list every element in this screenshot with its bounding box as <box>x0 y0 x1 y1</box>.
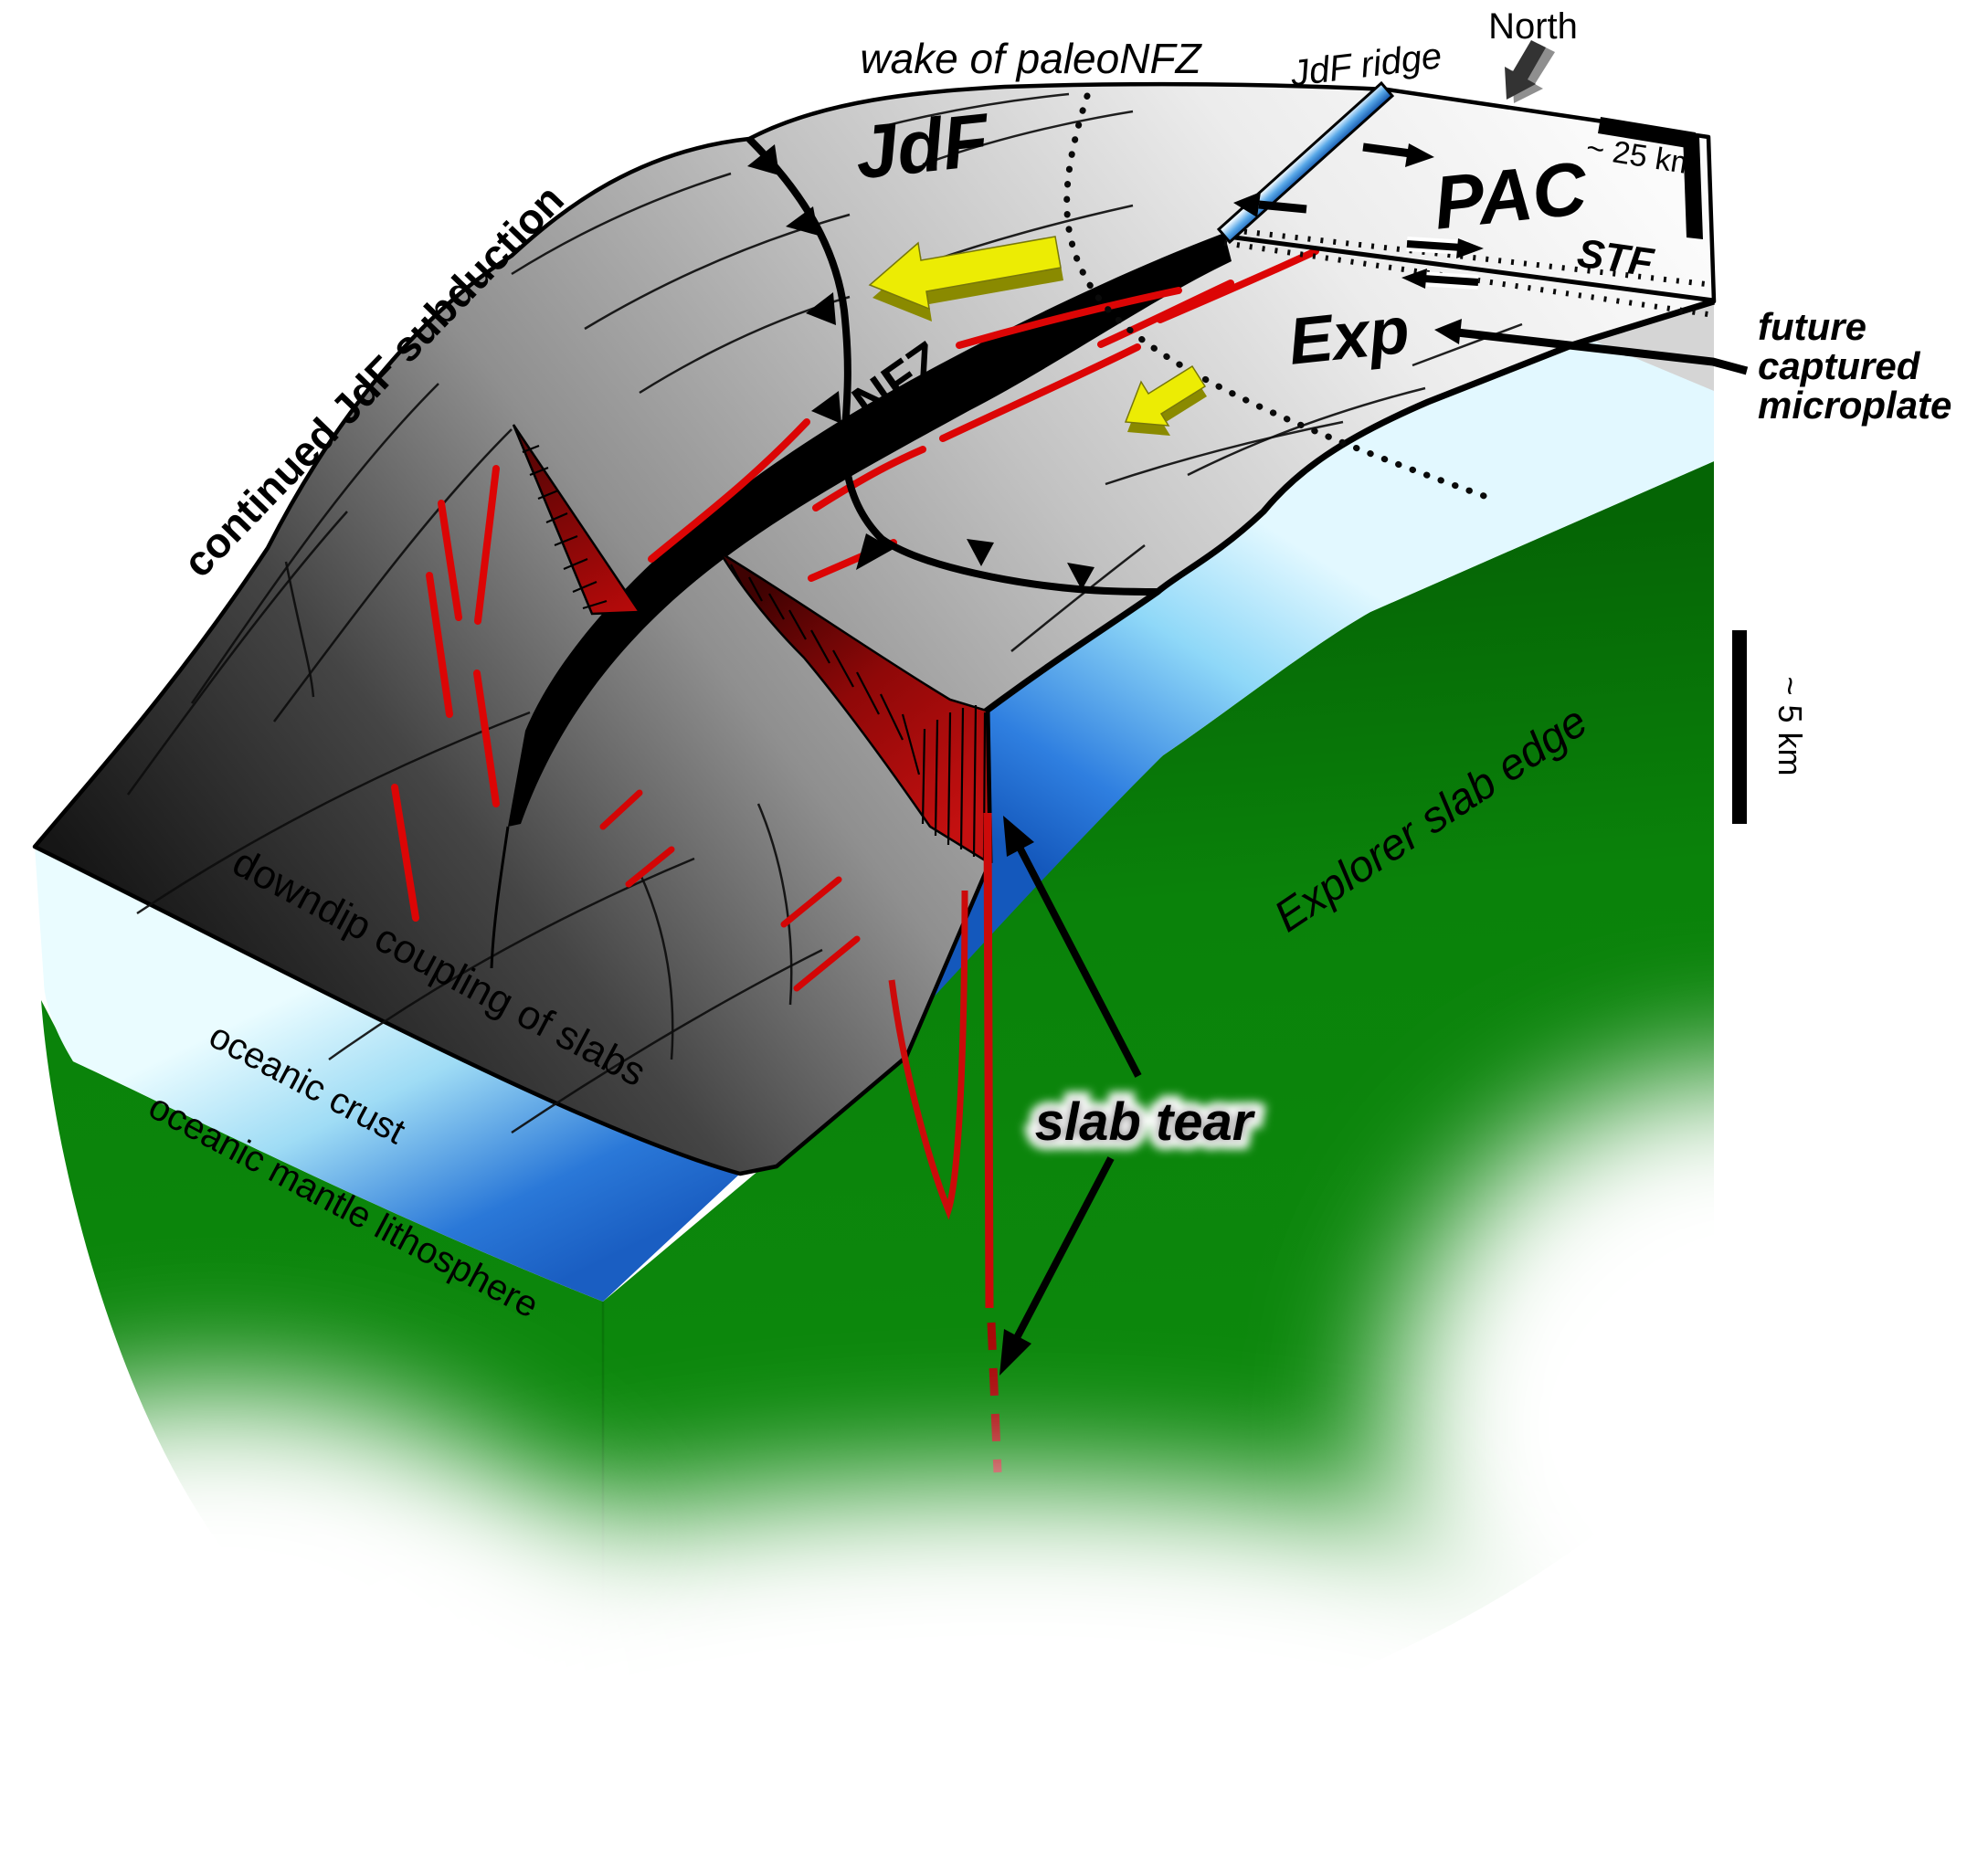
stf-shear-arrows <box>1401 237 1484 290</box>
exp-motion-arrow <box>1124 364 1207 436</box>
jdf-motion-arrow <box>868 236 1063 322</box>
svg-text:slab tear: slab tear <box>1035 1092 1256 1152</box>
north-arrow-icon <box>1505 40 1555 103</box>
subduction-teeth <box>747 144 1094 590</box>
wake-paleonfz-dotted-line <box>1063 92 1493 501</box>
plate-surface <box>32 81 1717 1176</box>
jdf-plate-label: JdF <box>851 99 994 195</box>
future-microplate-leader-arrow <box>1434 319 1749 375</box>
slab-tear-label: slab tear slab tear <box>1026 1083 1265 1161</box>
slab-tear-wedge-left <box>512 424 642 616</box>
slab-tear-arrows <box>999 816 1142 1376</box>
scale-bar-5km: ~ 5 km <box>1732 630 1809 824</box>
stf-fault-lines <box>1223 227 1715 318</box>
jdf-ridge-label: JdF ridge <box>1287 36 1443 94</box>
exp-plate-label: Exp <box>1285 293 1413 378</box>
slab-tear-wedge-main <box>718 551 991 866</box>
slab-tear-dashed-extension <box>987 1322 1002 1473</box>
stf-label: STF <box>1574 231 1656 286</box>
subduction-front <box>746 136 1158 596</box>
pac-plate-label: PAC <box>1430 146 1591 245</box>
plate-edge-bevel <box>1591 303 1714 391</box>
oceanic-crust-band-right <box>740 301 1714 1174</box>
fade-to-white <box>0 1069 1988 1856</box>
svg-text:slab tear: slab tear <box>1035 1092 1256 1152</box>
future-microplate-label: future captured microplate <box>1758 305 1951 427</box>
red-fault-lines <box>391 248 1319 992</box>
north-label: North <box>1488 6 1578 47</box>
oceanic-crust-band-left <box>35 847 740 1302</box>
seafloor-fabric-lines <box>126 92 1523 1134</box>
slab-tear-trace <box>888 812 1002 1473</box>
ridge-spreading-arrows <box>1233 142 1434 217</box>
scale-5km-label: ~ 5 km <box>1771 676 1809 775</box>
wake-paleonfz-label: wake of paleoNFZ <box>860 35 1202 82</box>
nfz-tip-crack <box>490 826 510 969</box>
